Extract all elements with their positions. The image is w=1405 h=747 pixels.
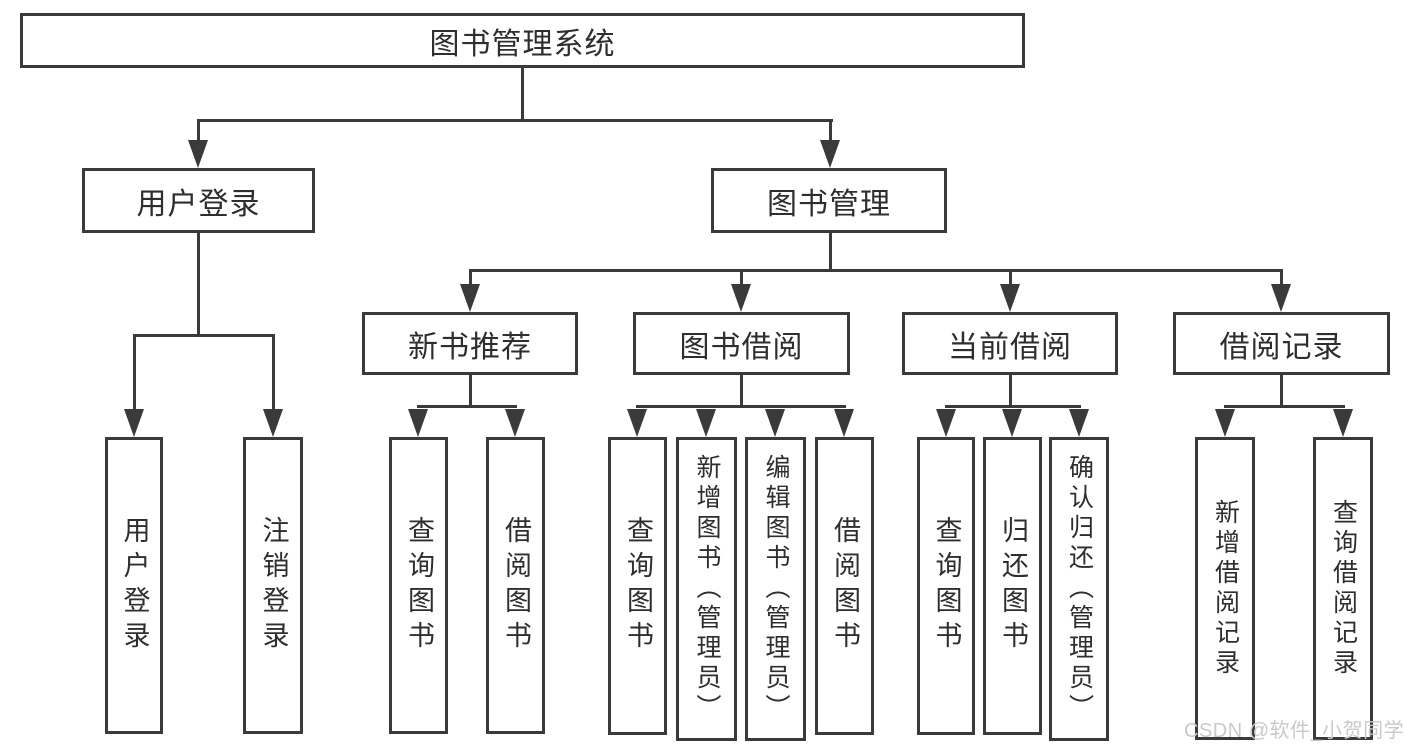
leaf-borrow-borrow-books: 借阅图书 [815, 437, 874, 735]
node-book-management-label: 图书管理 [767, 187, 891, 221]
leaf-borrow-query-books: 查询图书 [608, 437, 667, 735]
arrow-down-icon [1271, 284, 1291, 312]
leaf-newbook-query-books: 查询图书 [389, 437, 448, 734]
leaf-current-query-books-label: 查询图书 [931, 516, 962, 656]
node-user-login: 用户登录 [82, 168, 315, 233]
connector-line [636, 405, 846, 408]
leaf-current-query-books: 查询图书 [917, 437, 975, 735]
leaf-current-return-books-label: 归还图书 [998, 516, 1028, 656]
leaf-records-query-record-label: 查询借阅记录 [1329, 498, 1358, 679]
connector-line [1009, 372, 1012, 408]
connector-line [1280, 269, 1283, 287]
node-new-book-recommend-label: 新书推荐 [408, 330, 532, 364]
connector-line [1009, 269, 1012, 287]
arrow-down-icon [936, 409, 956, 437]
node-root-label: 图书管理系统 [429, 27, 616, 61]
connector-line [740, 269, 743, 287]
arrow-down-icon [1069, 409, 1089, 437]
leaf-newbook-borrow-books-label: 借阅图书 [501, 515, 531, 656]
arrow-down-icon [460, 284, 480, 312]
connector-line [272, 334, 275, 412]
leaf-borrow-edit-books-admin: 编辑图书（管理员） [745, 437, 806, 741]
node-book-borrow-label: 图书借阅 [679, 330, 804, 364]
leaf-borrow-query-books-label: 查询图书 [623, 516, 653, 656]
leaf-current-return-books: 归还图书 [983, 437, 1042, 735]
leaf-newbook-borrow-books: 借阅图书 [486, 437, 545, 734]
connector-line [417, 405, 517, 408]
arrow-down-icon [124, 409, 144, 437]
arrow-down-icon [834, 409, 854, 437]
arrow-down-icon [1215, 409, 1235, 437]
connector-line [740, 372, 743, 408]
arrow-down-icon [696, 409, 716, 437]
connector-line [197, 230, 200, 337]
connector-line [829, 230, 832, 272]
arrow-down-icon [505, 409, 525, 437]
connector-line [1280, 372, 1283, 408]
connector-line [197, 119, 200, 145]
leaf-records-add-record-label: 新增借阅记录 [1211, 498, 1240, 679]
connector-line [469, 269, 1283, 272]
node-root: 图书管理系统 [20, 13, 1025, 68]
arrow-down-icon [820, 140, 840, 168]
leaf-borrow-add-books-admin-label: 新增图书（管理员） [693, 454, 721, 724]
connector-line [133, 334, 136, 412]
leaf-logout-label: 注销登录 [258, 515, 289, 656]
node-book-borrow: 图书借阅 [633, 312, 850, 375]
leaf-user-login-label: 用户登录 [119, 515, 150, 656]
leaf-current-confirm-return-admin-label: 确认归还（管理员） [1065, 454, 1094, 724]
leaf-current-confirm-return-admin: 确认归还（管理员） [1049, 437, 1109, 741]
connector-line [521, 65, 524, 121]
leaf-logout: 注销登录 [243, 437, 303, 734]
connector-line [469, 269, 472, 287]
node-book-management: 图书管理 [711, 168, 947, 233]
leaf-borrow-add-books-admin: 新增图书（管理员） [676, 437, 737, 741]
connector-line [829, 119, 832, 145]
node-user-login-label: 用户登录 [136, 187, 261, 221]
leaf-records-query-record: 查询借阅记录 [1313, 437, 1373, 740]
connector-line [469, 372, 472, 408]
connector-line [945, 405, 1081, 408]
arrow-down-icon [627, 409, 647, 437]
connector-line [197, 119, 833, 122]
connector-line [1224, 405, 1345, 408]
leaf-borrow-edit-books-admin-label: 编辑图书（管理员） [762, 454, 790, 724]
leaf-user-login: 用户登录 [105, 437, 163, 734]
arrow-down-icon [731, 284, 751, 312]
arrow-down-icon [1000, 284, 1020, 312]
connector-line [133, 334, 275, 337]
arrow-down-icon [408, 409, 428, 437]
leaf-borrow-borrow-books-label: 借阅图书 [830, 516, 860, 656]
arrow-down-icon [1333, 409, 1353, 437]
leaf-records-add-record: 新增借阅记录 [1195, 437, 1255, 740]
arrow-down-icon [263, 409, 283, 437]
arrow-down-icon [1002, 409, 1022, 437]
leaf-newbook-query-books-label: 查询图书 [404, 515, 434, 656]
node-new-book-recommend: 新书推荐 [362, 312, 578, 375]
arrow-down-icon [765, 409, 785, 437]
node-current-borrow: 当前借阅 [902, 312, 1118, 375]
node-borrow-records-label: 借阅记录 [1219, 330, 1344, 364]
node-borrow-records: 借阅记录 [1173, 312, 1390, 375]
node-current-borrow-label: 当前借阅 [948, 330, 1072, 364]
csdn-watermark: CSDN @软件_小贺同学 [1184, 720, 1405, 742]
arrow-down-icon [188, 140, 208, 168]
